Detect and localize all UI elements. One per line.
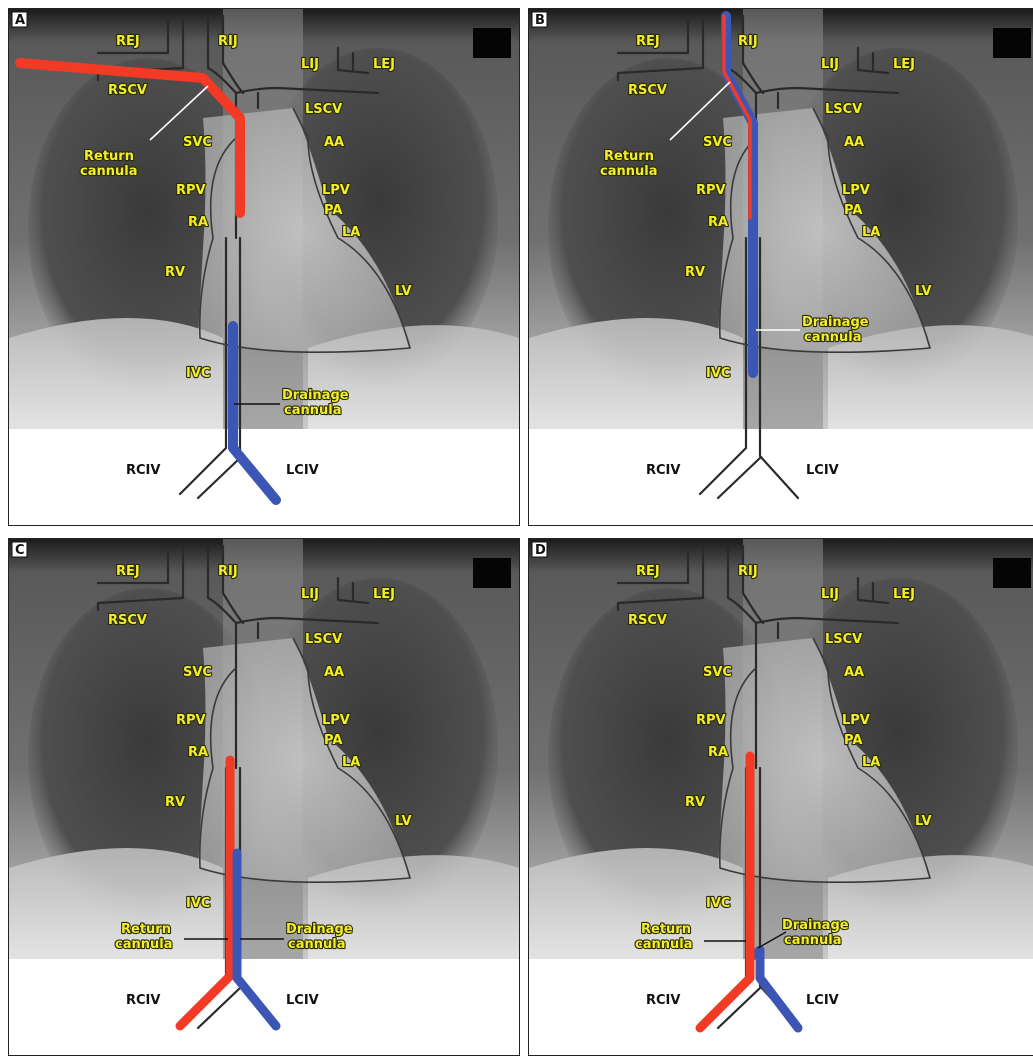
label-aa: AA xyxy=(324,665,344,680)
label-ra: RA xyxy=(708,745,728,760)
label-lv: LV xyxy=(915,284,932,299)
label-la: LA xyxy=(342,755,360,770)
label-lscv: LSCV xyxy=(825,632,862,647)
label-return-2: cannula xyxy=(115,937,172,952)
label-lv: LV xyxy=(395,814,412,829)
label-rv: RV xyxy=(165,265,185,280)
label-lej: LEJ xyxy=(893,57,915,72)
label-rpv: RPV xyxy=(696,183,726,198)
label-drainage-1: Drainage xyxy=(782,918,849,933)
label-svc: SVC xyxy=(703,665,732,680)
label-lej: LEJ xyxy=(893,587,915,602)
label-ivc: IVC xyxy=(706,366,730,381)
panel-d: D REJ RIJ LIJ LEJ RSCV LSCV SVC AA RPV L… xyxy=(528,538,1033,1056)
label-rij: RIJ xyxy=(738,34,758,49)
panel-letter: C xyxy=(15,543,25,558)
label-lciv: LCIV xyxy=(286,463,319,478)
label-rciv: RCIV xyxy=(126,993,160,1008)
label-rij: RIJ xyxy=(218,564,238,579)
label-lej: LEJ xyxy=(373,587,395,602)
label-ivc: IVC xyxy=(706,896,730,911)
label-rej: REJ xyxy=(116,34,140,49)
label-aa: AA xyxy=(324,135,344,150)
chest-xray xyxy=(529,9,1033,429)
label-lij: LIJ xyxy=(821,587,839,602)
label-rv: RV xyxy=(165,795,185,810)
label-rpv: RPV xyxy=(176,713,206,728)
label-drainage-1: Drainage xyxy=(286,922,353,937)
label-rej: REJ xyxy=(636,564,660,579)
panel-a: A REJ RIJ LIJ LEJ RSCV LSCV SVC AA Retur… xyxy=(8,8,520,526)
label-rij: RIJ xyxy=(218,34,238,49)
label-lscv: LSCV xyxy=(305,632,342,647)
panel-letter: D xyxy=(535,543,546,558)
label-return-2: cannula xyxy=(600,164,657,179)
label-rij: RIJ xyxy=(738,564,758,579)
label-return-2: cannula xyxy=(80,164,137,179)
label-return-1: Return xyxy=(604,149,654,164)
label-lciv: LCIV xyxy=(286,993,319,1008)
label-lpv: LPV xyxy=(322,713,350,728)
label-ra: RA xyxy=(188,745,208,760)
label-rscv: RSCV xyxy=(108,613,147,628)
chest-xray xyxy=(529,539,1033,959)
label-ra: RA xyxy=(188,215,208,230)
label-rej: REJ xyxy=(116,564,140,579)
label-pa: PA xyxy=(324,733,342,748)
panel-letter: B xyxy=(535,13,545,28)
label-aa: AA xyxy=(844,135,864,150)
label-lv: LV xyxy=(395,284,412,299)
label-lij: LIJ xyxy=(821,57,839,72)
label-pa: PA xyxy=(324,203,342,218)
label-lij: LIJ xyxy=(301,587,319,602)
label-svc: SVC xyxy=(703,135,732,150)
label-aa: AA xyxy=(844,665,864,680)
label-lij: LIJ xyxy=(301,57,319,72)
panel-letter: A xyxy=(15,13,25,28)
label-lej: LEJ xyxy=(373,57,395,72)
label-la: LA xyxy=(862,225,880,240)
label-rv: RV xyxy=(685,265,705,280)
label-rscv: RSCV xyxy=(628,613,667,628)
label-drainage-2: cannula xyxy=(804,330,861,345)
label-rciv: RCIV xyxy=(646,993,680,1008)
label-lciv: LCIV xyxy=(806,993,839,1008)
label-rscv: RSCV xyxy=(628,83,667,98)
chest-xray xyxy=(9,539,519,959)
label-drainage-2: cannula xyxy=(284,403,341,418)
label-lscv: LSCV xyxy=(305,102,342,117)
label-svc: SVC xyxy=(183,665,212,680)
label-ra: RA xyxy=(708,215,728,230)
label-ivc: IVC xyxy=(186,366,210,381)
label-lpv: LPV xyxy=(842,183,870,198)
label-lciv: LCIV xyxy=(806,463,839,478)
label-drainage-2: cannula xyxy=(288,937,345,952)
label-return-1: Return xyxy=(641,922,691,937)
label-return-1: Return xyxy=(84,149,134,164)
label-lscv: LSCV xyxy=(825,102,862,117)
label-rpv: RPV xyxy=(696,713,726,728)
label-rej: REJ xyxy=(636,34,660,49)
label-lpv: LPV xyxy=(322,183,350,198)
label-la: LA xyxy=(342,225,360,240)
label-drainage-2: cannula xyxy=(784,933,841,948)
label-rscv: RSCV xyxy=(108,83,147,98)
label-ivc: IVC xyxy=(186,896,210,911)
label-lv: LV xyxy=(915,814,932,829)
label-return-2: cannula xyxy=(635,937,692,952)
label-lpv: LPV xyxy=(842,713,870,728)
label-svc: SVC xyxy=(183,135,212,150)
label-rv: RV xyxy=(685,795,705,810)
label-pa: PA xyxy=(844,733,862,748)
label-pa: PA xyxy=(844,203,862,218)
label-drainage-1: Drainage xyxy=(802,315,869,330)
label-rciv: RCIV xyxy=(126,463,160,478)
label-la: LA xyxy=(862,755,880,770)
label-rciv: RCIV xyxy=(646,463,680,478)
panel-c: C REJ RIJ LIJ LEJ RSCV LSCV SVC AA RPV L… xyxy=(8,538,520,1056)
panel-b: B REJ RIJ LIJ LEJ RSCV LSCV SVC AA Retur… xyxy=(528,8,1033,526)
label-rpv: RPV xyxy=(176,183,206,198)
label-drainage-1: Drainage xyxy=(282,388,349,403)
label-return-1: Return xyxy=(121,922,171,937)
